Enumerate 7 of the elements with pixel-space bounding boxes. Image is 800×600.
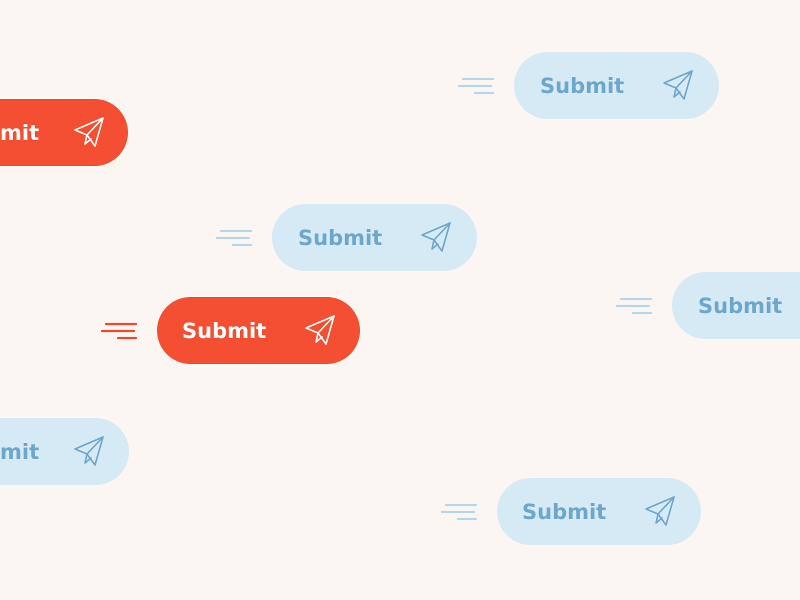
submit-button: mit bbox=[0, 418, 129, 485]
submit-button: Submit bbox=[272, 204, 477, 271]
submit-button: Submit bbox=[514, 52, 719, 119]
submit-button: mit bbox=[0, 99, 128, 166]
submit-button: Submit bbox=[497, 478, 701, 545]
submit-button: Submit bbox=[672, 272, 800, 339]
submit-button: Submit bbox=[157, 297, 360, 364]
